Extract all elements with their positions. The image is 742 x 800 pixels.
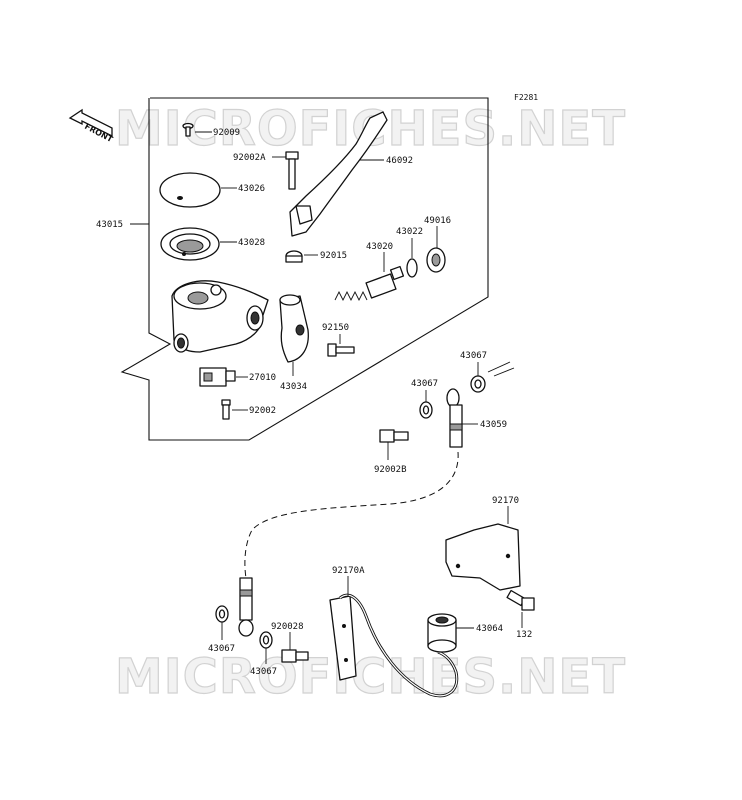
part-label-92170a: 92170A <box>332 566 365 576</box>
part-label-49016: 49016 <box>424 216 451 226</box>
part-label-43028: 43028 <box>238 238 265 248</box>
part-label-43064: 43064 <box>476 624 503 634</box>
assembly-frame <box>120 97 489 441</box>
bracket-92170-icon <box>445 523 521 591</box>
part-label-43067-c: 43067 <box>208 644 235 654</box>
part-label-43022: 43022 <box>396 227 423 237</box>
piston-43020-icon <box>334 265 405 302</box>
circlip-43022-icon <box>406 258 418 278</box>
banjo-bolt-92002b-bottom-icon <box>281 649 309 663</box>
part-label-43067-d: 43067 <box>250 667 277 677</box>
part-label-43034: 43034 <box>280 382 307 392</box>
part-label-46092: 46092 <box>386 156 413 166</box>
reservoir-cap-43026-icon <box>159 172 221 208</box>
screw-92002-icon <box>221 399 231 420</box>
banjo-bolt-92002b-top-icon <box>379 429 409 443</box>
clamp-43034-icon <box>279 294 309 363</box>
part-label-92002b-a: 92002B <box>374 465 407 475</box>
part-label-43059: 43059 <box>480 420 507 430</box>
part-label-92015: 92015 <box>320 251 347 261</box>
part-label-92150: 92150 <box>322 323 349 333</box>
part-label-92002b-b: 920028 <box>271 622 304 632</box>
part-label-27010: 27010 <box>249 373 276 383</box>
grommet-43064-icon <box>427 613 457 653</box>
figure-code: F2281 <box>514 93 538 102</box>
banjo-fitting-lower-icon <box>238 577 254 637</box>
hose-clamp-92170a-icon <box>329 593 459 698</box>
brake-lever-46092-icon <box>289 111 388 237</box>
part-label-92009: 92009 <box>213 128 240 138</box>
brake-switch-27010-icon <box>199 367 236 387</box>
part-label-92002: 92002 <box>249 406 276 416</box>
part-label-43020: 43020 <box>366 242 393 252</box>
brake-hose-line <box>244 451 459 579</box>
washer-43067-bottom-left-icon <box>215 605 229 623</box>
watermark-bottom: MICROFICHES.NET <box>115 649 626 705</box>
part-label-92170: 92170 <box>492 496 519 506</box>
screw-92009-icon <box>182 122 194 137</box>
washer-43067-top-right-icon <box>470 375 486 393</box>
washer-43067-bottom-right-icon <box>259 631 273 649</box>
front-arrow-icon: FRONT <box>68 108 115 144</box>
part-label-132: 132 <box>516 630 532 640</box>
part-label-43067-b: 43067 <box>411 379 438 389</box>
diaphragm-43028-icon <box>160 227 220 261</box>
nut-92015-icon <box>285 250 303 263</box>
part-label-43067-a: 43067 <box>460 351 487 361</box>
washer-43067-top-left-icon <box>419 401 433 419</box>
bolt-132-icon <box>506 589 535 611</box>
pivot-bolt-92002a-icon <box>285 151 299 190</box>
part-label-92002a: 92002A <box>233 153 266 163</box>
bolt-92150-icon <box>327 343 355 357</box>
banjo-fitting-43059-icon <box>446 388 463 448</box>
part-label-43026: 43026 <box>238 184 265 194</box>
master-cylinder-body-icon <box>171 280 269 353</box>
part-label-43015: 43015 <box>96 220 123 230</box>
boot-49016-icon <box>426 247 446 273</box>
